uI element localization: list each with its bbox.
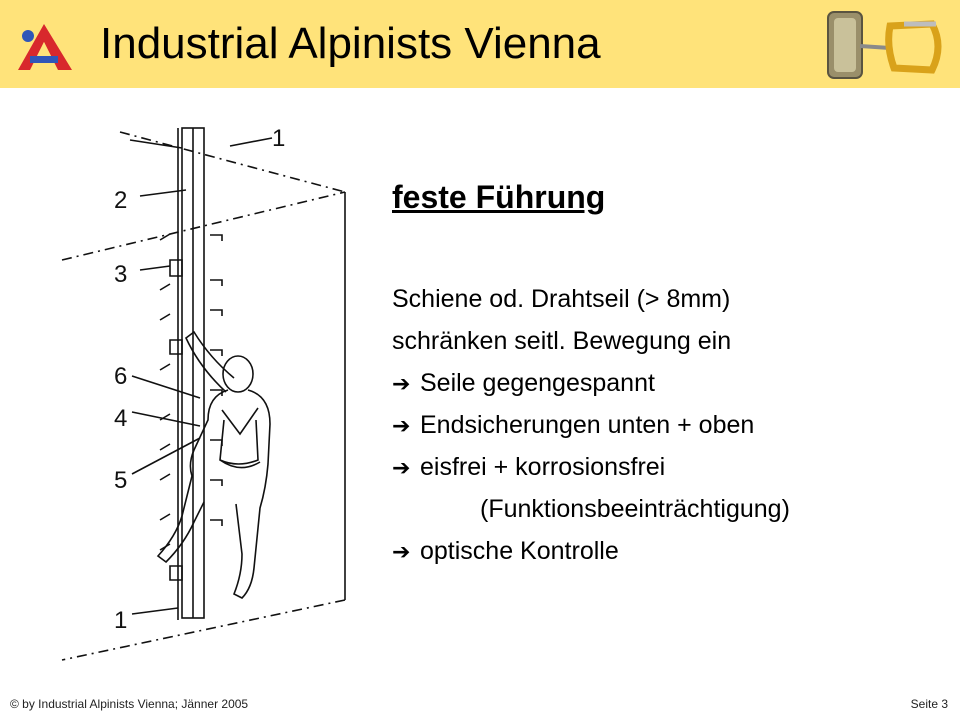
bullet-item: ➔Seile gegengespannt (392, 362, 790, 404)
arrow-icon: ➔ (392, 372, 411, 397)
page-title: Industrial Alpinists Vienna (100, 19, 601, 68)
footer-copyright: © by Industrial Alpinists Vienna; Jänner… (10, 697, 249, 711)
callout-label: 6 (114, 363, 127, 390)
rope-grab-carabiner-image (827, 11, 942, 79)
section-heading: feste Führung (392, 179, 606, 215)
arrow-icon: ➔ (392, 456, 411, 481)
content-text: Schiene od. Drahtseil (> 8mm) schränken … (392, 278, 790, 572)
page-number: Seite 3 (910, 697, 948, 711)
callout-label: 4 (114, 405, 127, 432)
content-line: schränken seitl. Bewegung ein (392, 327, 732, 355)
bullet-item: ➔eisfrei + korrosionsfrei (392, 446, 790, 488)
ia-logo (18, 24, 72, 70)
callout-label: 1 (114, 607, 127, 634)
arrow-icon: ➔ (392, 414, 411, 439)
content-line: Schiene od. Drahtseil (> 8mm) (392, 285, 731, 313)
bullet-item: ➔Endsicherungen unten + oben (392, 404, 790, 446)
bullet-item: ➔optische Kontrolle (392, 530, 790, 572)
callout-label: 2 (114, 187, 127, 214)
header-bar: Industrial Alpinists Vienna (0, 0, 960, 88)
arrow-icon: ➔ (392, 540, 411, 565)
callout-label: 5 (114, 467, 127, 494)
guide-rail-illustration: 1 2 3 6 4 5 1 (61, 125, 346, 661)
callout-label: 1 (272, 125, 285, 152)
bullet-continuation: (Funktionsbeeinträchtigung) (480, 495, 790, 523)
callout-label: 3 (114, 261, 127, 288)
